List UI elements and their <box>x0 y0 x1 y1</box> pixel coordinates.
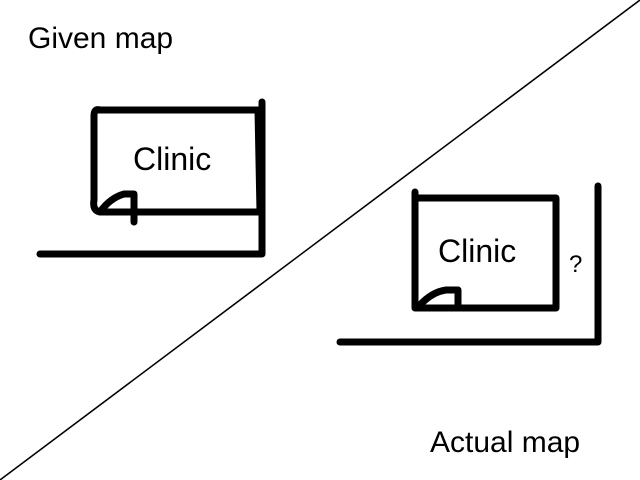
actual-map-panel: Clinic ? Actual map <box>336 182 602 459</box>
actual-clinic-label: Clinic <box>438 233 516 269</box>
given-road <box>36 98 266 258</box>
given-clinic-building: Clinic <box>90 106 264 226</box>
given-clinic-door <box>96 190 138 226</box>
unknown-gap-marker: ? <box>569 251 582 278</box>
actual-clinic-outline <box>411 188 560 312</box>
given-map-panel: Given map Clinic <box>28 22 266 258</box>
actual-clinic-door <box>416 286 462 310</box>
given-clinic-label: Clinic <box>133 141 211 177</box>
actual-map-title: Actual map <box>430 426 580 459</box>
actual-clinic-building: Clinic <box>411 188 560 312</box>
given-map-title: Given map <box>28 22 173 55</box>
actual-road <box>336 182 602 346</box>
